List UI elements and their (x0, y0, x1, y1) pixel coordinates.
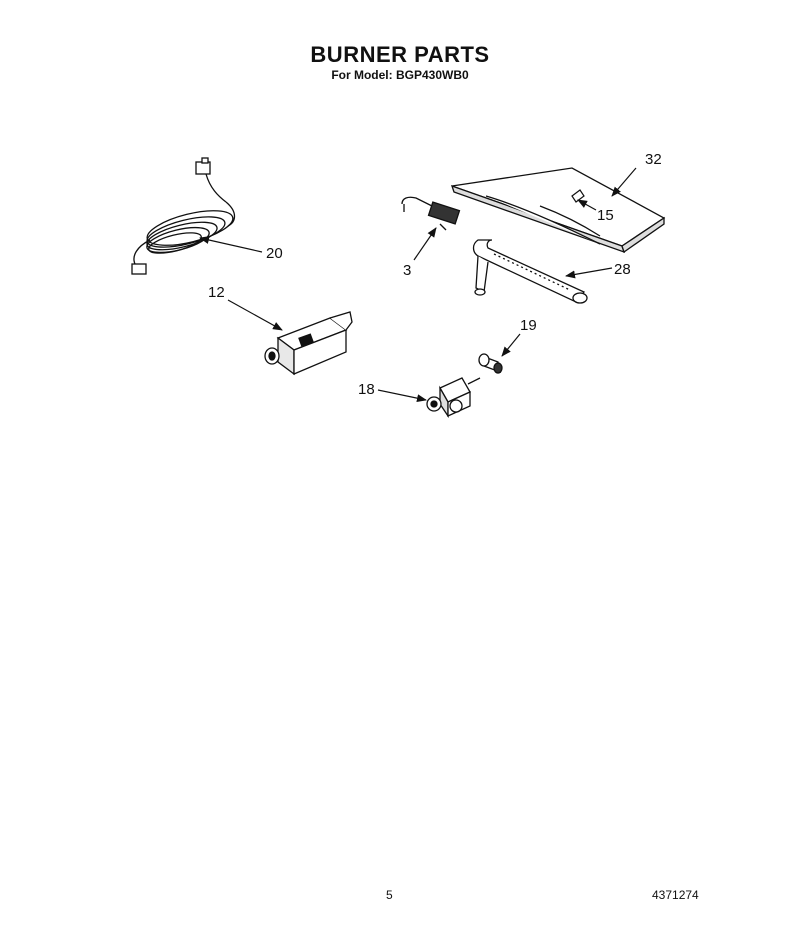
wire-harness-part (131, 157, 236, 275)
leader-3 (413, 227, 437, 261)
document-number: 4371274 (652, 888, 699, 902)
leader-15 (577, 199, 597, 211)
leader-32 (611, 167, 637, 197)
page-number: 5 (386, 888, 393, 902)
callout-15: 15 (597, 207, 614, 224)
callout-19: 19 (520, 317, 537, 334)
igniter-switch-part (264, 311, 353, 376)
callout-20: 20 (266, 245, 283, 262)
page-title: BURNER PARTS (310, 42, 490, 67)
callout-32: 32 (645, 151, 662, 168)
callout-3: 3 (403, 262, 411, 279)
burner-tube-part (472, 239, 588, 304)
callout-12: 12 (208, 284, 225, 301)
leader-12 (227, 299, 283, 331)
burner-shield-part (450, 167, 666, 254)
orifice-part (478, 353, 503, 374)
callout-18: 18 (358, 381, 375, 398)
clip-part (571, 189, 585, 203)
leader-28 (565, 267, 613, 279)
leader-lines (199, 167, 637, 403)
igniter-part (401, 196, 461, 231)
leader-18 (377, 389, 427, 403)
leader-19 (501, 333, 521, 357)
callout-28: 28 (614, 261, 631, 278)
model-subtitle: For Model: BGP430WB0 (331, 68, 469, 82)
leader-20 (199, 236, 263, 253)
gas-valve-part (426, 377, 481, 419)
